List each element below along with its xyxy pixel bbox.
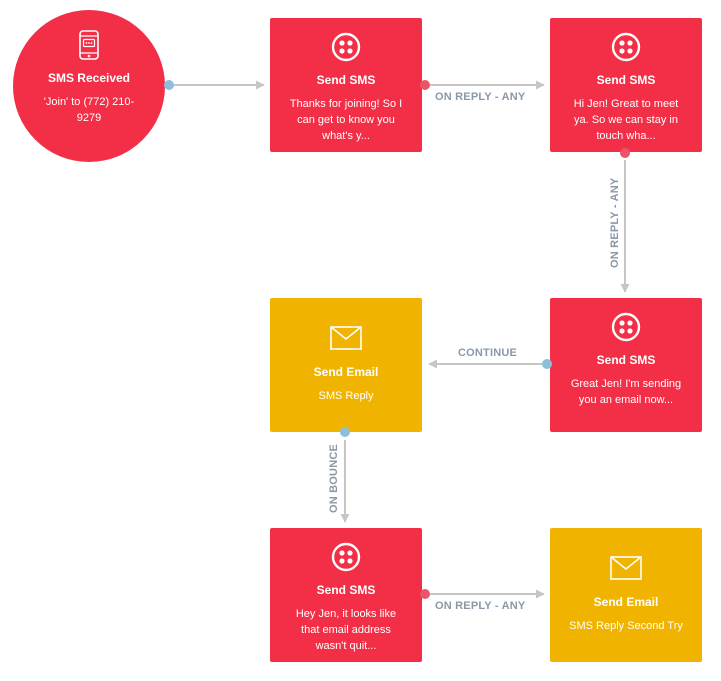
edge-label-on-reply-any: ON REPLY - ANY (609, 175, 621, 270)
sms-reply-output-port[interactable] (420, 589, 430, 599)
send-email-node[interactable]: Send Email SMS Reply Second Try (550, 528, 702, 662)
node-description: SMS Reply Second Try (569, 620, 683, 632)
envelope-icon (330, 326, 362, 355)
node-title: Send Email (593, 595, 659, 609)
node-title: SMS Received (47, 71, 131, 85)
trigger-output-port[interactable] (164, 80, 174, 90)
node-description: SMS Reply (318, 390, 374, 402)
bounce-output-port[interactable] (340, 427, 350, 437)
send-email-node[interactable]: Send Email SMS Reply (270, 298, 422, 432)
envelope-icon (610, 556, 642, 585)
phone-icon (78, 30, 100, 65)
edge-label-on-reply-any: ON REPLY - ANY (433, 600, 528, 612)
edge-label-continue: CONTINUE (456, 347, 520, 359)
send-sms-node[interactable]: Send SMS Hey Jen, it looks like that ema… (270, 528, 422, 662)
edge-label-on-reply-any: ON REPLY - ANY (433, 91, 528, 103)
node-title: Send SMS (316, 583, 376, 597)
edge-label-on-bounce: ON BOUNCE (328, 441, 340, 515)
send-sms-node[interactable]: Send SMS Great Jen! I'm sending you an e… (550, 298, 702, 432)
node-description: Hi Jen! Great to meet ya. So we can stay… (573, 98, 679, 142)
twilio-icon (331, 542, 361, 577)
twilio-icon (611, 312, 641, 347)
node-description: Hey Jen, it looks like that email addres… (295, 608, 397, 652)
send-sms-node[interactable]: Send SMS Hi Jen! Great to meet ya. So we… (550, 18, 702, 152)
node-title: Send SMS (596, 353, 656, 367)
send-sms-node[interactable]: Send SMS Thanks for joining! So I can ge… (270, 18, 422, 152)
node-description: Great Jen! I'm sending you an email now.… (570, 378, 682, 406)
twilio-icon (331, 32, 361, 67)
node-description: Thanks for joining! So I can get to know… (289, 98, 403, 142)
node-title: Send SMS (316, 73, 376, 87)
node-title: Send Email (313, 365, 379, 379)
twilio-icon (611, 32, 641, 67)
sms-reply-output-port[interactable] (620, 148, 630, 158)
sms-reply-output-port[interactable] (420, 80, 430, 90)
continue-output-port[interactable] (542, 359, 552, 369)
node-title: Send SMS (596, 73, 656, 87)
node-description: 'Join' to (772) 210-9279 (43, 96, 135, 124)
sms-received-trigger-node[interactable]: SMS Received 'Join' to (772) 210-9279 (13, 10, 165, 162)
